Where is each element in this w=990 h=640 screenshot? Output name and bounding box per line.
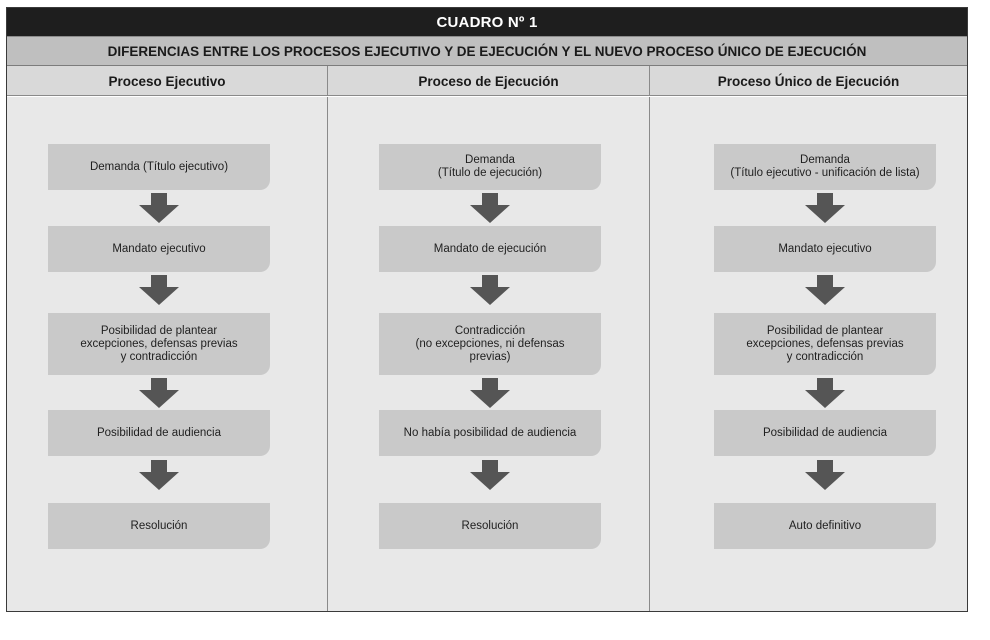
- down-arrow-icon: [805, 460, 845, 490]
- column-header-proceso-unico-de-ejecucion: Proceso Único de Ejecución: [649, 66, 967, 96]
- down-arrow-icon: [470, 378, 510, 408]
- down-arrow-icon: [139, 460, 179, 490]
- down-arrow-icon: [470, 193, 510, 223]
- flow-step: Posibilidad de plantear excepciones, def…: [714, 313, 936, 375]
- down-arrow-icon: [139, 275, 179, 305]
- flow-step: Demanda (Título ejecutivo - unificación …: [714, 144, 936, 190]
- flow-step: Contradicción (no excepciones, ni defens…: [379, 313, 601, 375]
- column-header-proceso-de-ejecucion: Proceso de Ejecución: [327, 66, 649, 96]
- column-header-proceso-ejecutivo: Proceso Ejecutivo: [108, 73, 226, 89]
- down-arrow-icon: [139, 378, 179, 408]
- flow-step: Demanda (Título de ejecución): [379, 144, 601, 190]
- flow-step: Mandato ejecutivo: [714, 226, 936, 272]
- flow-column-proceso-de-ejecucion: Demanda (Título de ejecución) Mandato de …: [327, 97, 649, 611]
- flow-step: Demanda (Título ejecutivo): [48, 144, 270, 190]
- flow-step: Posibilidad de plantear excepciones, def…: [48, 313, 270, 375]
- flow-column-proceso-unico-de-ejecucion: Demanda (Título ejecutivo - unificación …: [649, 97, 967, 611]
- table-title: CUADRO Nº 1: [7, 8, 967, 36]
- down-arrow-icon: [139, 193, 179, 223]
- flow-step: Posibilidad de audiencia: [48, 410, 270, 456]
- down-arrow-icon: [805, 193, 845, 223]
- down-arrow-icon: [805, 275, 845, 305]
- flow-column-proceso-ejecutivo: Demanda (Título ejecutivo) Mandato ejecut…: [7, 97, 327, 611]
- flow-step: No había posibilidad de audiencia: [379, 410, 601, 456]
- comparison-table: CUADRO Nº 1 DIFERENCIAS ENTRE LOS PROCES…: [6, 7, 968, 612]
- down-arrow-icon: [470, 460, 510, 490]
- table-subtitle: DIFERENCIAS ENTRE LOS PROCESOS EJECUTIVO…: [7, 36, 967, 66]
- flow-step: Resolución: [379, 503, 601, 549]
- flow-step: Posibilidad de audiencia: [714, 410, 936, 456]
- flow-step: Resolución: [48, 503, 270, 549]
- flow-step: Mandato ejecutivo: [48, 226, 270, 272]
- down-arrow-icon: [805, 378, 845, 408]
- flow-columns: Demanda (Título ejecutivo) Mandato ejecut…: [7, 97, 967, 611]
- flow-step: Auto definitivo: [714, 503, 936, 549]
- down-arrow-icon: [470, 275, 510, 305]
- flow-step: Mandato de ejecución: [379, 226, 601, 272]
